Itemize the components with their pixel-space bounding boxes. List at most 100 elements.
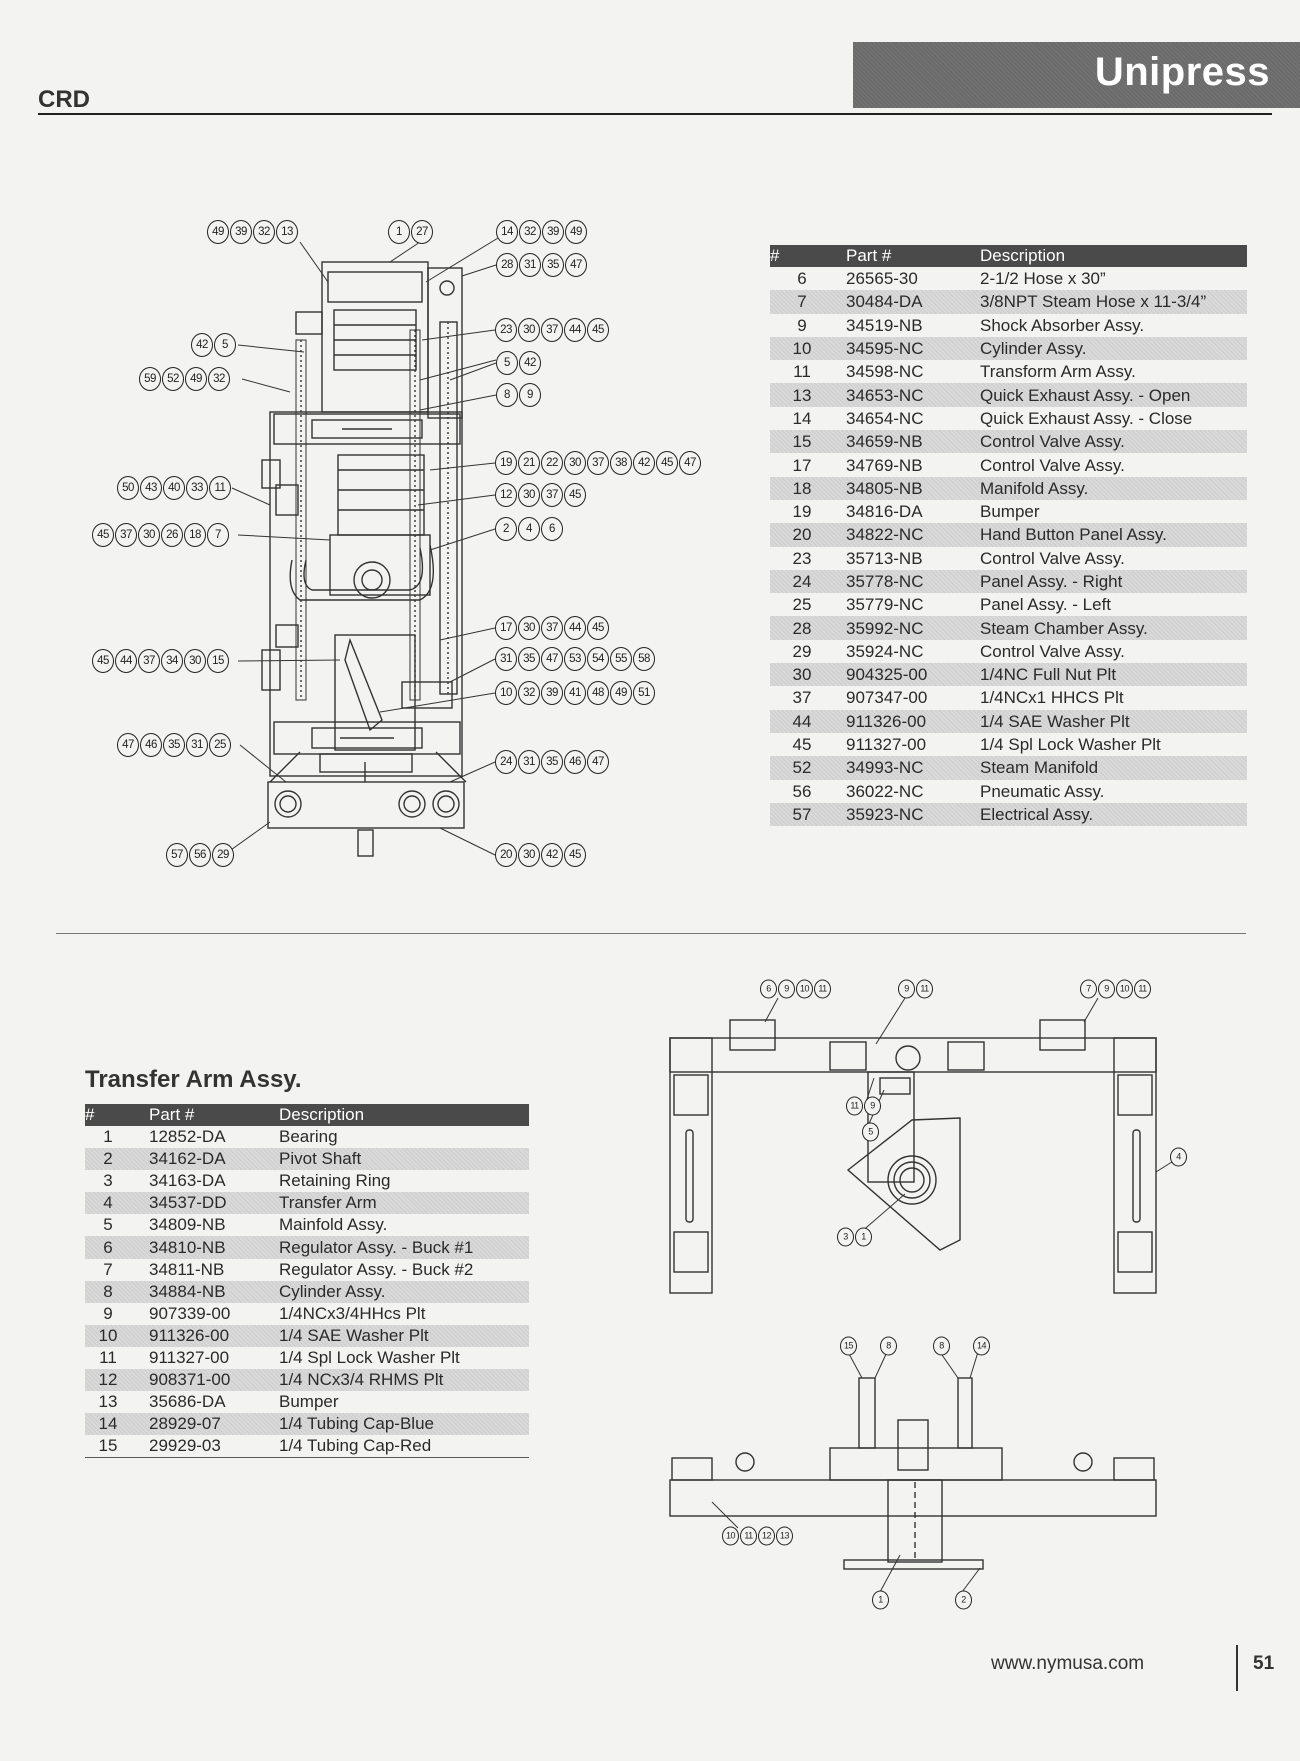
- callout-number: 2: [955, 1590, 972, 1610]
- description: Manifold Assy.: [980, 476, 1247, 500]
- item-number: 56: [792, 781, 812, 801]
- callout-number: 59: [139, 367, 161, 391]
- callout-number: 28: [496, 253, 518, 277]
- callout-number: 15: [840, 1336, 857, 1356]
- callout-number: 9: [519, 383, 541, 407]
- callout-number: 41: [564, 681, 586, 705]
- item-number: 17: [792, 455, 812, 475]
- callout-number: 47: [565, 253, 587, 277]
- page-number: 51: [1253, 1653, 1275, 1674]
- description: 1/4 SAE Washer Plt: [980, 709, 1247, 733]
- callout-number: 13: [776, 1526, 793, 1546]
- part-number: 34884-NB: [131, 1280, 279, 1303]
- description: Pneumatic Assy.: [980, 781, 1105, 801]
- callout-number: 46: [564, 750, 586, 774]
- item-number: 10: [770, 336, 834, 361]
- description: Quick Exhaust Assy. - Open: [980, 383, 1247, 407]
- part-number: 28929-07: [131, 1413, 279, 1436]
- callout-group: 15: [840, 1336, 858, 1356]
- item-number: 8: [85, 1280, 131, 1303]
- callout-number: 1: [388, 220, 410, 244]
- description: Transfer Arm: [279, 1192, 529, 1215]
- item-number: 1: [103, 1127, 113, 1147]
- description: Bumper: [279, 1392, 339, 1412]
- callout-number: 5: [214, 333, 236, 357]
- callout-number: 18: [184, 523, 206, 547]
- item-number: 6: [797, 269, 807, 289]
- item-number: 14: [85, 1413, 131, 1436]
- description: 1/4 NCx3/4 RHMS Plt: [279, 1369, 529, 1392]
- part-number: 904325-00: [834, 663, 980, 687]
- callout-number: 43: [140, 476, 162, 500]
- callout-number: 47: [117, 733, 139, 757]
- item-number: 11: [793, 362, 811, 382]
- description: Steam Manifold: [980, 756, 1247, 780]
- callout-number: 9: [778, 979, 795, 999]
- callout-number: 5: [496, 351, 518, 375]
- callout-number: 44: [115, 649, 137, 673]
- callout-number: 32: [519, 220, 541, 244]
- callout-number: 31: [518, 750, 540, 774]
- item-number: 15: [98, 1436, 118, 1456]
- callout-number: 11: [916, 979, 933, 999]
- website-link[interactable]: www.nymusa.com: [991, 1653, 1145, 1674]
- callout-number: 30: [564, 451, 586, 475]
- description: 1/4 Tubing Cap-Blue: [279, 1413, 529, 1436]
- callout-number: 11: [740, 1526, 757, 1546]
- callout-number: 39: [541, 681, 563, 705]
- part-number: 34811-NB: [149, 1259, 225, 1279]
- item-number: 20: [770, 523, 834, 547]
- callout-number: 56: [189, 843, 211, 867]
- item-number: 2: [85, 1148, 131, 1171]
- item-number: 12: [85, 1369, 131, 1392]
- description: 1/4NC Full Nut Plt: [980, 663, 1247, 687]
- callout-number: 42: [519, 351, 541, 375]
- description: Panel Assy. - Left: [980, 595, 1112, 615]
- description: 3/8NPT Steam Hose x 11-3/4”: [980, 290, 1247, 314]
- description: Mainfold Assy.: [279, 1215, 388, 1235]
- callout-number: 14: [496, 220, 518, 244]
- callout-number: 5: [862, 1122, 879, 1142]
- callout-number: 49: [610, 681, 632, 705]
- description: Pivot Shaft: [279, 1148, 529, 1171]
- callout-group: 8: [933, 1336, 951, 1356]
- callout-number: 45: [564, 843, 586, 867]
- part-number: 12852-DA: [149, 1127, 226, 1147]
- description: Control Valve Assy.: [980, 430, 1247, 454]
- callout-number: 39: [542, 220, 564, 244]
- callout-number: 40: [163, 476, 185, 500]
- callout-number: 32: [518, 681, 540, 705]
- part-number: 34519-NB: [846, 315, 923, 335]
- part-number: 34162-DA: [131, 1148, 279, 1171]
